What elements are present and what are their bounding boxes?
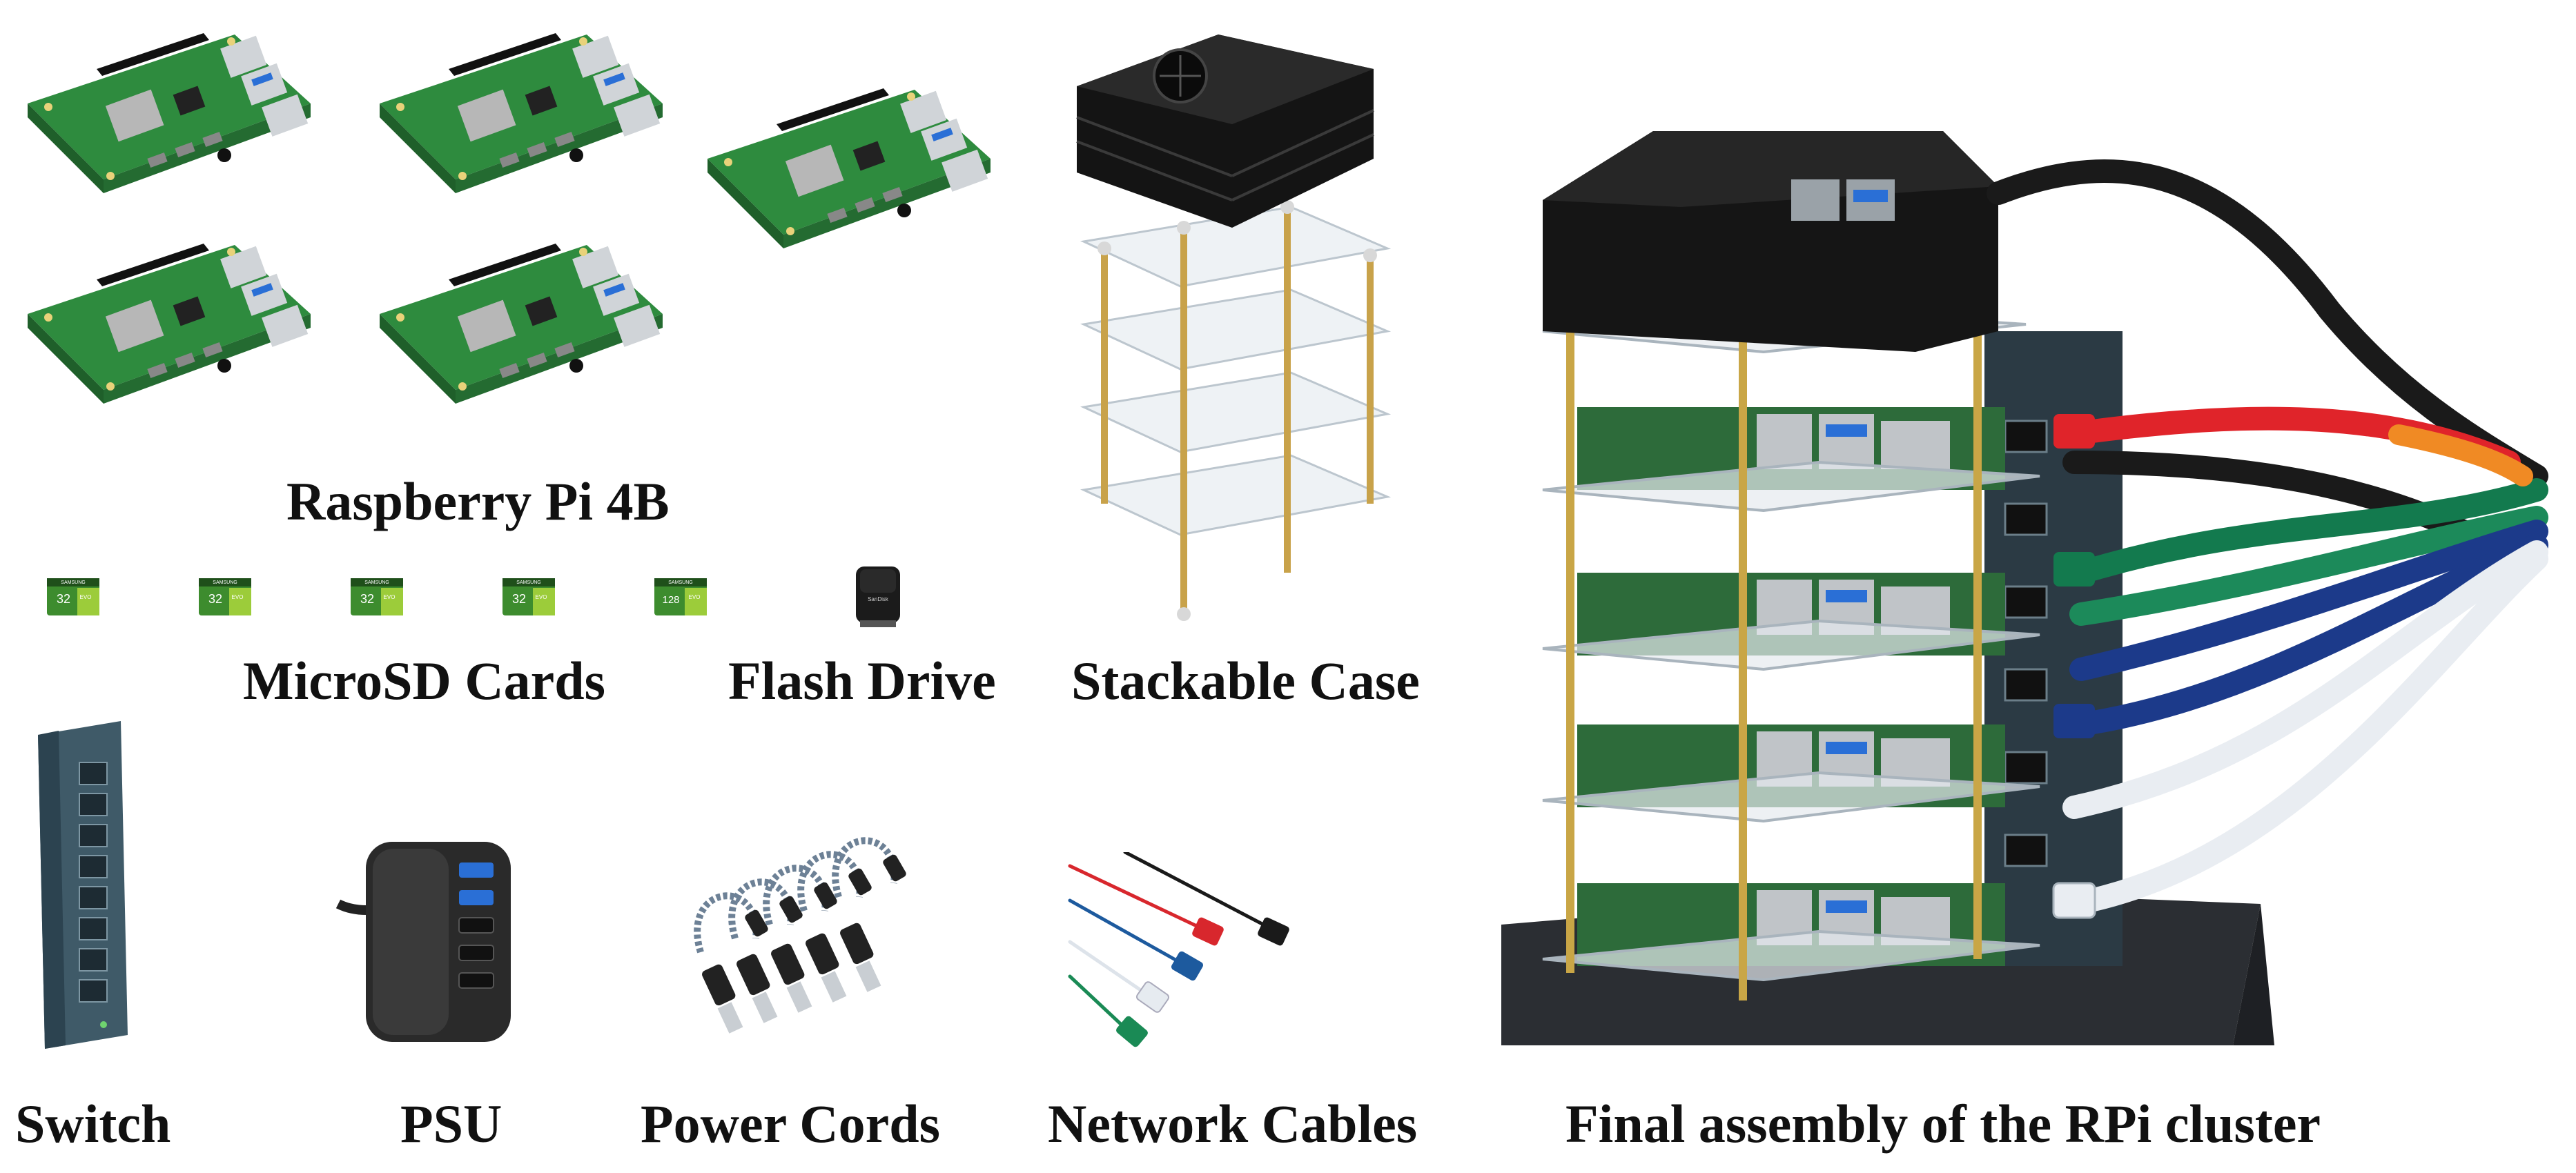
label-final-assembly: Final assembly of the RPi cluster xyxy=(1565,1094,2321,1154)
sd-line: EVO xyxy=(536,594,547,600)
sd-capacity: 32 xyxy=(208,592,222,606)
usb-power-cords xyxy=(680,828,970,1063)
label-flash-drive: Flash Drive xyxy=(728,651,996,711)
raspberry-pi-board-5 xyxy=(380,231,663,445)
microsd-card-2: SAMSUNG 32 EVO xyxy=(199,578,251,615)
sd-brand: SAMSUNG xyxy=(516,580,540,585)
sd-line: EVO xyxy=(80,594,92,600)
sd-capacity: 32 xyxy=(57,592,70,606)
microsd-card-3: SAMSUNG 32 EVO xyxy=(351,578,403,615)
flash-brand: SanDisk xyxy=(868,596,889,602)
final-assembly-photo xyxy=(1501,103,2564,1045)
microsd-card-5: SAMSUNG 128 EVO xyxy=(654,578,707,615)
sd-line: EVO xyxy=(689,594,701,600)
sd-brand: SAMSUNG xyxy=(213,580,237,585)
sd-brand: SAMSUNG xyxy=(668,580,692,585)
microsd-card-4: SAMSUNG 32 EVO xyxy=(502,578,555,615)
raspberry-pi-board-3 xyxy=(708,76,991,290)
sd-capacity: 32 xyxy=(360,592,374,606)
microsd-card-1: SAMSUNG 32 EVO xyxy=(47,578,99,615)
label-power-cords: Power Cords xyxy=(641,1094,940,1154)
sd-line: EVO xyxy=(232,594,244,600)
network-switch xyxy=(31,721,135,1049)
label-microsd: MicroSD Cards xyxy=(243,651,606,711)
raspberry-pi-board-2 xyxy=(380,21,663,235)
raspberry-pi-board-1 xyxy=(28,21,311,235)
sd-line: EVO xyxy=(384,594,396,600)
stackable-case xyxy=(1056,21,1415,621)
sd-brand: SAMSUNG xyxy=(364,580,389,585)
sd-brand: SAMSUNG xyxy=(61,580,85,585)
label-switch: Switch xyxy=(15,1094,171,1154)
sd-capacity: 32 xyxy=(512,592,526,606)
label-raspberry-pi: Raspberry Pi 4B xyxy=(286,471,670,531)
label-network-cables: Network Cables xyxy=(1048,1094,1418,1154)
usb-power-supply xyxy=(331,835,525,1049)
sd-capacity: 128 xyxy=(662,594,679,606)
raspberry-pi-board-4 xyxy=(28,231,311,445)
label-stackable-case: Stackable Case xyxy=(1071,651,1420,711)
flash-drive: SanDisk xyxy=(850,562,906,631)
label-psu: PSU xyxy=(400,1094,502,1154)
network-cables xyxy=(1063,852,1298,1059)
